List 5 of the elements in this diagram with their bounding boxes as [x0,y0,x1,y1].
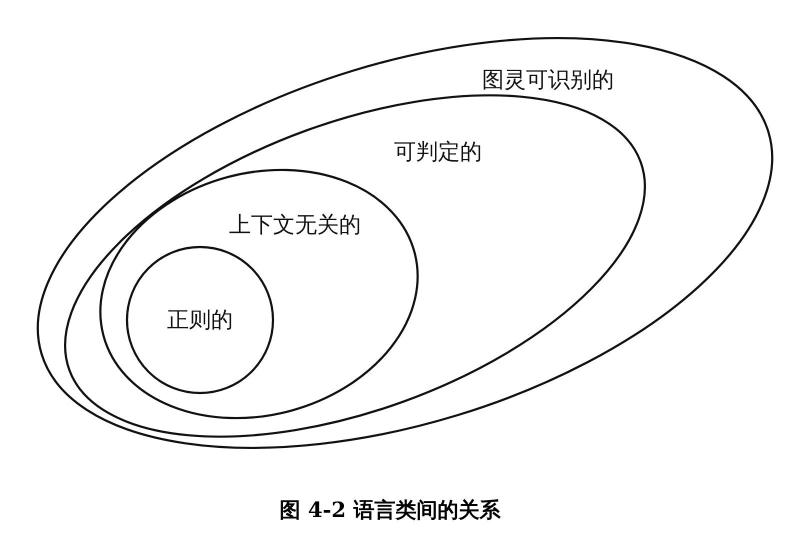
set-label: 可判定的 [394,139,482,167]
set-label: 正则的 [167,307,233,335]
caption: 图 4-2 语言类间的关系 [280,496,500,524]
set-label: 图灵可识别的 [482,67,614,95]
set-label: 上下文无关的 [229,212,361,240]
